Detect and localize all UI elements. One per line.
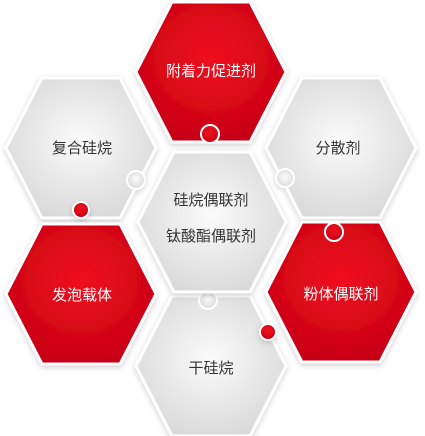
puzzle-tab bbox=[198, 290, 218, 310]
puzzle-tab bbox=[324, 222, 344, 242]
puzzle-tab bbox=[259, 323, 277, 341]
puzzle-tab bbox=[275, 168, 295, 188]
puzzle-tab bbox=[200, 124, 220, 144]
hexagon-upper-left-label: 复合硅烷 bbox=[52, 139, 112, 157]
hexagon-center bbox=[136, 150, 288, 294]
hexagon-lower-left-label: 发泡载体 bbox=[52, 286, 112, 304]
hexagon-upper-right bbox=[264, 76, 418, 220]
hexagon-center-label-line1: 硅烷偶联剂 bbox=[173, 191, 248, 209]
hexagon-lower-right-label: 粉体偶联剂 bbox=[303, 285, 378, 303]
hexagon-bottom-label: 干硅烷 bbox=[188, 359, 233, 377]
hexagon-top-label: 附着力促进剂 bbox=[166, 62, 256, 80]
hexagon-center-label-line2: 钛酸酯偶联剂 bbox=[166, 227, 256, 245]
puzzle-tab bbox=[72, 201, 90, 219]
hexagon-upper-right-label: 分散剂 bbox=[315, 139, 360, 157]
hexagon-lower-left bbox=[4, 201, 158, 366]
hexagon-upper-left bbox=[4, 76, 158, 220]
hexagon-lower-right bbox=[259, 220, 418, 364]
hexagon-top bbox=[134, 0, 288, 144]
puzzle-tab bbox=[126, 170, 146, 190]
hexagon-bottom bbox=[134, 290, 288, 436]
